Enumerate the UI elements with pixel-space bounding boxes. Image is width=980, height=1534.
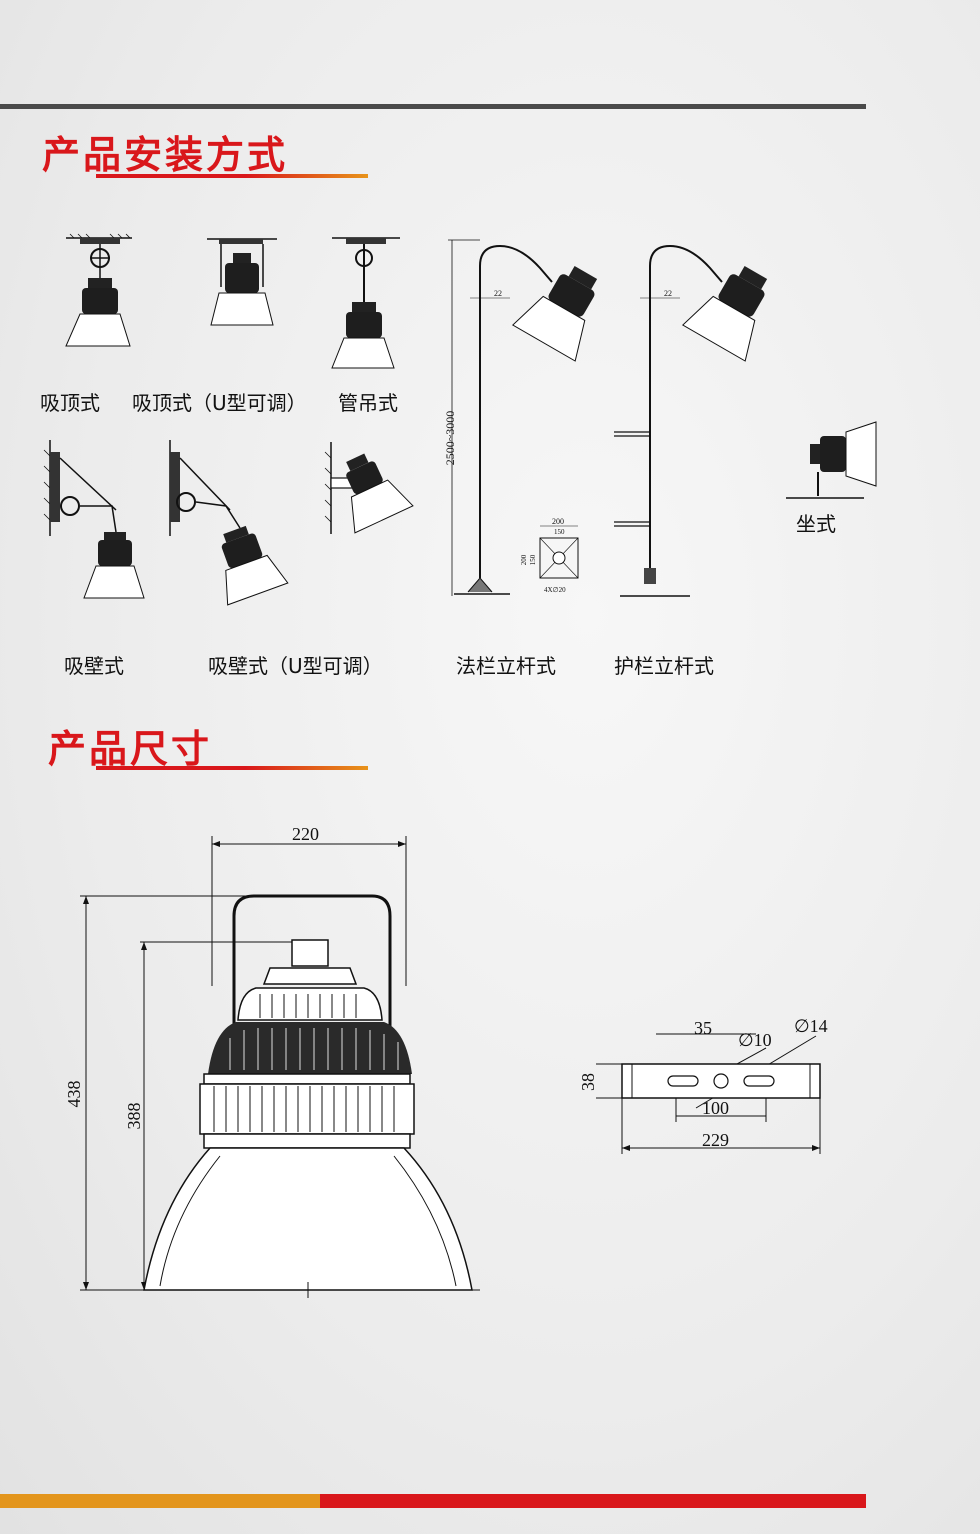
ceiling-u-mount-illustration xyxy=(207,238,277,326)
base-outer-label: 200 xyxy=(552,517,564,526)
caption-flange-pole: 法栏立杆式 xyxy=(456,654,556,678)
dimensions-title-underline xyxy=(96,766,368,770)
wall-mount-illustration xyxy=(43,440,145,599)
pole-height-label: 2500~3000 xyxy=(443,411,457,466)
bracket-slot-span-label: 100 xyxy=(702,1098,729,1118)
lamp-body-height-label: 388 xyxy=(124,1103,144,1130)
base-inner-label: 150 xyxy=(554,528,565,536)
bracket-hole-small-label: ∅10 xyxy=(738,1030,772,1050)
flange-base-detail: 200 150 200 150 4X∅20 xyxy=(520,517,579,594)
lamp-width-label: 220 xyxy=(292,824,319,844)
dimensions-title: 产品尺寸 xyxy=(48,727,213,771)
installation-title: 产品安装方式 xyxy=(42,133,289,177)
lamp-total-height-label: 438 xyxy=(64,1081,84,1108)
caption-wall-u: 吸壁式（U型可调） xyxy=(208,654,383,678)
wall-u-mount-illustration xyxy=(169,440,289,606)
caption-wall: 吸壁式 xyxy=(64,654,124,678)
caption-seat: 坐式 xyxy=(796,512,836,536)
top-rule xyxy=(0,104,866,109)
bottom-bar-orange xyxy=(0,1494,320,1508)
caption-rail-pole: 护栏立杆式 xyxy=(614,654,714,678)
bracket-height-label: 38 xyxy=(578,1073,598,1091)
bracket-dimension-drawing: 35 ∅14 ∅10 38 100 229 xyxy=(578,1016,828,1154)
caption-ceiling: 吸顶式 xyxy=(40,391,100,415)
svg-text:22: 22 xyxy=(664,289,672,298)
pipe-mount-illustration xyxy=(331,237,400,369)
bottom-bar-red xyxy=(320,1494,866,1508)
bracket-hole-large-label: ∅14 xyxy=(794,1016,828,1036)
holes-label: 4X∅20 xyxy=(544,586,566,594)
side-wall-mount-illustration xyxy=(324,442,414,534)
rail-pole-illustration: 22 xyxy=(614,244,768,597)
lamp-dimension-drawing: 220 438 388 xyxy=(64,824,480,1298)
svg-text:200: 200 xyxy=(520,554,528,565)
svg-text:22: 22 xyxy=(494,289,502,298)
flange-pole-illustration: 22 2500~3000 xyxy=(443,239,598,596)
caption-pipe: 管吊式 xyxy=(338,391,398,415)
ceiling-mount-illustration xyxy=(65,233,132,347)
svg-text:150: 150 xyxy=(529,554,537,565)
caption-ceiling-u: 吸顶式（U型可调） xyxy=(132,391,307,415)
installation-title-underline xyxy=(96,174,368,178)
seat-mount-illustration xyxy=(786,421,877,499)
bracket-center-label: 35 xyxy=(694,1018,712,1038)
bracket-length-label: 229 xyxy=(702,1130,729,1150)
